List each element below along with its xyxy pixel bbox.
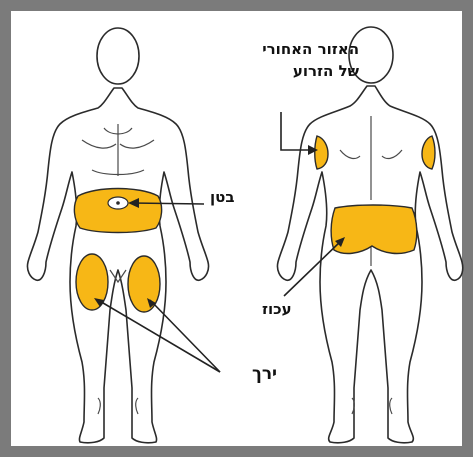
- navel-marker: [108, 197, 128, 209]
- belly-label: בטן: [210, 188, 235, 206]
- left-thigh-site: [76, 254, 108, 310]
- buttocks-site: [331, 205, 417, 253]
- thigh-label: ירך: [252, 364, 277, 384]
- belly-site: [74, 189, 161, 233]
- back-body-outline: [277, 86, 462, 443]
- back-of-arm-label-line1: האזור האחורי: [262, 38, 359, 60]
- front-body-figure: [27, 28, 208, 443]
- buttocks-label: עכוז: [262, 300, 292, 318]
- front-head: [97, 28, 139, 84]
- back-of-arm-label: האזור האחורי של הזרוע: [262, 38, 359, 82]
- belly-arrow: [132, 203, 204, 204]
- back-of-arm-label-line2: של הזרוע: [262, 60, 359, 82]
